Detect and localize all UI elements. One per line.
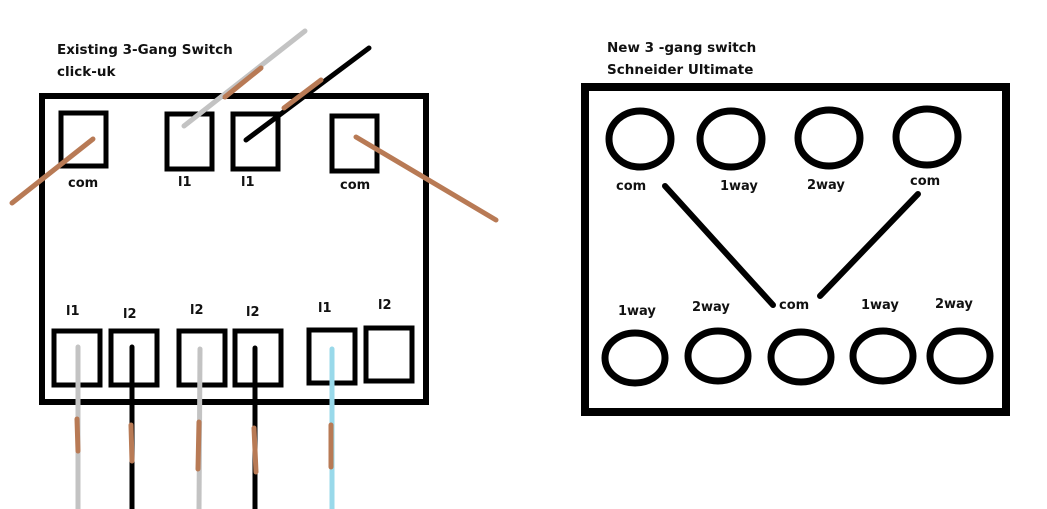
new-switch-body <box>581 83 1010 416</box>
terminal-label: 1way <box>861 298 899 313</box>
terminal-label: 1way <box>618 304 656 319</box>
terminal-2way-top <box>794 106 864 170</box>
wire-brown-sleeve <box>251 425 259 475</box>
terminal-label: l1 <box>178 175 192 190</box>
terminal-label: com <box>910 174 940 189</box>
terminal-label: l2 <box>246 305 260 320</box>
terminal-label: l1 <box>241 175 255 190</box>
wire-black <box>243 45 372 143</box>
terminal-l1-b <box>230 111 281 172</box>
terminal-1way-bottom-2 <box>849 327 917 385</box>
terminal-label: 2way <box>935 297 973 312</box>
wire-brown <box>353 134 499 223</box>
existing-switch: Existing 3-Gang Switch click-uk com l1 l… <box>9 28 499 509</box>
terminal-com-bottom <box>767 328 835 386</box>
existing-switch-body <box>39 93 429 405</box>
terminal-label: 1way <box>720 179 758 194</box>
terminal-com-left <box>605 107 675 171</box>
link-wire <box>662 183 776 308</box>
terminal-1way-top <box>696 107 766 171</box>
wire-brown-sleeve <box>281 77 324 111</box>
new-switch-subtitle: Schneider Ultimate <box>607 62 753 78</box>
terminal-label: l2 <box>123 307 137 322</box>
terminal-com-right <box>892 105 962 169</box>
terminal-bottom-4 <box>232 328 284 388</box>
wire-brown-sleeve <box>222 65 264 100</box>
terminal-label: com <box>779 298 809 313</box>
terminal-com-left <box>58 110 109 169</box>
terminal-2way-bottom <box>684 327 752 385</box>
new-switch-title: New 3 -gang switch <box>607 40 756 56</box>
terminal-label: l2 <box>378 298 392 313</box>
terminal-2way-bottom-2 <box>926 327 994 385</box>
new-switch: New 3 -gang switch Schneider Ultimate co… <box>581 40 1010 416</box>
wire-brown <box>9 136 96 206</box>
terminal-label: l2 <box>190 303 204 318</box>
terminal-bottom-6 <box>363 325 415 384</box>
terminal-label: com <box>68 176 98 191</box>
link-wire <box>817 191 921 299</box>
terminal-l1-a <box>164 111 215 172</box>
terminal-label: com <box>340 178 370 193</box>
wire-brown-sleeve <box>195 419 202 472</box>
terminal-1way-bottom <box>601 329 669 387</box>
terminal-com-right <box>329 113 380 174</box>
terminal-label: com <box>616 179 646 194</box>
terminal-label: l1 <box>66 304 80 319</box>
existing-switch-title: Existing 3-Gang Switch <box>57 42 233 58</box>
wire-brown-sleeve <box>128 422 135 464</box>
terminal-label: l1 <box>318 301 332 316</box>
terminal-label: 2way <box>807 178 845 193</box>
existing-switch-subtitle: click-uk <box>57 64 116 80</box>
wire-brown-sleeve <box>74 416 81 454</box>
terminal-label: 2way <box>692 300 730 315</box>
